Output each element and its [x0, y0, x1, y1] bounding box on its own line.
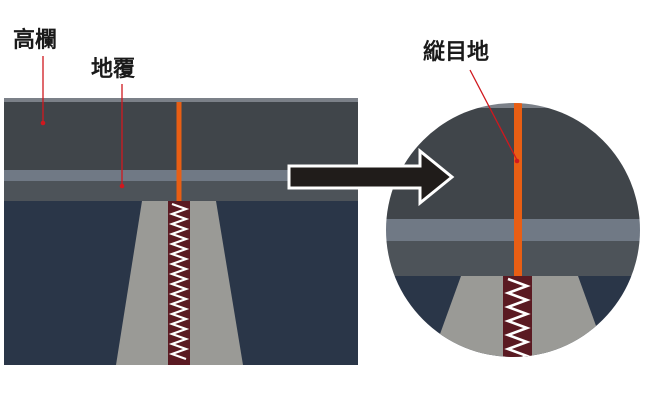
leader-tate-mejichi-dot: [514, 158, 520, 164]
leader-jioi-dot: [119, 183, 125, 189]
zoom-jioi-band: [386, 241, 640, 276]
label-jioi: 地覆: [91, 57, 136, 82]
leader-lines: [40, 56, 520, 189]
label-tate-mejichi: 縦目地: [423, 40, 489, 65]
zoom-band-light: [386, 219, 640, 241]
zoom-railing-top-edge: [386, 103, 640, 108]
vertical-joint-orange: [176, 102, 182, 201]
left-structure: [4, 98, 358, 365]
leader-tate-mejichi: [469, 69, 518, 161]
label-takaran: 高欄: [13, 27, 57, 53]
joint-zigzag: [168, 202, 190, 361]
zoom-circle: [386, 103, 640, 357]
zoom-vertical-joint-orange: [514, 103, 522, 276]
right-arrow-icon: [287, 147, 455, 207]
railing-top-edge: [4, 98, 358, 102]
zoom-joint-zigzag: [504, 277, 531, 357]
zoom-expansion-joint: [503, 276, 532, 357]
leader-takaran-dot: [40, 120, 46, 126]
